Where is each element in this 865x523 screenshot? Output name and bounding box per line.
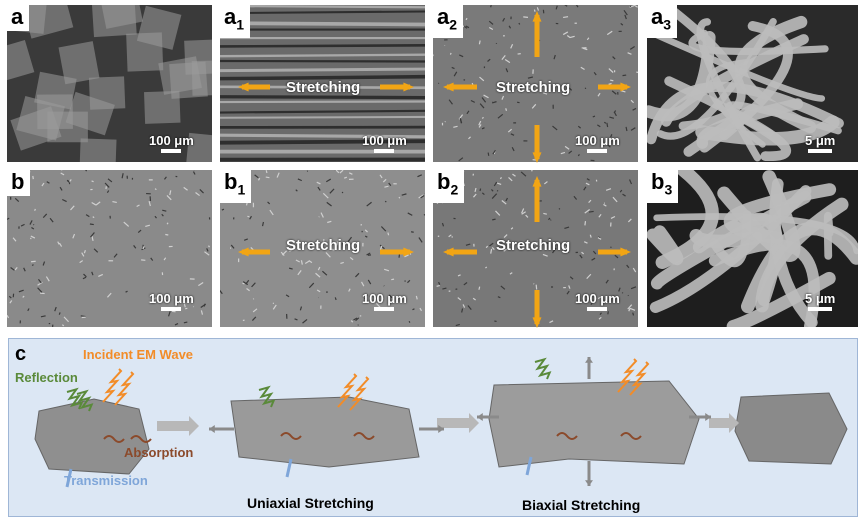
- sem-panel-a3: a3 5 μm: [647, 5, 858, 162]
- scale-bar-a: 100 μm: [149, 133, 194, 153]
- scale-bar-b: 100 μm: [149, 291, 194, 311]
- scale-bar-a3: 5 μm: [805, 133, 835, 153]
- panel-label-a3: a3: [647, 5, 678, 39]
- scale-bar-a2: 100 μm: [575, 133, 620, 153]
- scale-bar-b1: 100 μm: [362, 291, 407, 311]
- sem-panel-a1: a1 Stretching 100 μm: [220, 5, 425, 162]
- scale-bar-b2: 100 μm: [575, 291, 620, 311]
- biaxial-stretching-caption: Biaxial Stretching: [522, 497, 641, 513]
- panel-label-b1: b1: [220, 170, 252, 204]
- scale-bar-b3: 5 μm: [805, 291, 835, 311]
- panel-label-b3: b3: [647, 170, 679, 204]
- panel-label-b2: b2: [433, 170, 465, 204]
- sem-panel-b: b 100 μm: [7, 170, 212, 327]
- panel-label-b: b: [7, 170, 31, 196]
- incident-em-wave-label: Incident EM Wave: [83, 347, 194, 362]
- panel-label-c: c: [15, 343, 27, 365]
- schematic-panel-c: c Incident EM Wave Reflection Absorption…: [8, 338, 858, 517]
- schematic-drawing: [34, 357, 848, 488]
- transmission-label: Transmission: [64, 473, 148, 488]
- sem-panel-b3: b3 5 μm: [647, 170, 858, 327]
- sem-texture-a3: [647, 5, 858, 162]
- sem-texture-b: [7, 170, 212, 327]
- sem-texture-a: [7, 5, 212, 162]
- panel-label-a2: a2: [433, 5, 464, 39]
- absorption-label: Absorption: [124, 445, 194, 460]
- stretch-label-b1: Stretching: [286, 237, 361, 254]
- panel-label-a1: a1: [220, 5, 251, 39]
- reflection-label: Reflection: [15, 370, 78, 385]
- sem-panel-b2: b2 Stretching 100 μm: [433, 170, 638, 327]
- sem-panel-a2: a2 Stretching 100 μm: [433, 5, 638, 162]
- sem-texture-b1: [220, 170, 425, 327]
- stretch-label-a2: Stretching: [496, 79, 571, 96]
- sem-panel-b1: b1 Stretching 100 μm: [220, 170, 425, 327]
- panel-label-a: a: [7, 5, 30, 31]
- scale-bar-a1: 100 μm: [362, 133, 407, 153]
- sem-panel-a: a 100 μm: [7, 5, 212, 162]
- uniaxial-stretching-caption: Uniaxial Stretching: [247, 495, 374, 511]
- stretch-label-a1: Stretching: [286, 79, 361, 96]
- stretch-label-b2: Stretching: [496, 237, 571, 254]
- sem-texture-b3: [647, 170, 858, 327]
